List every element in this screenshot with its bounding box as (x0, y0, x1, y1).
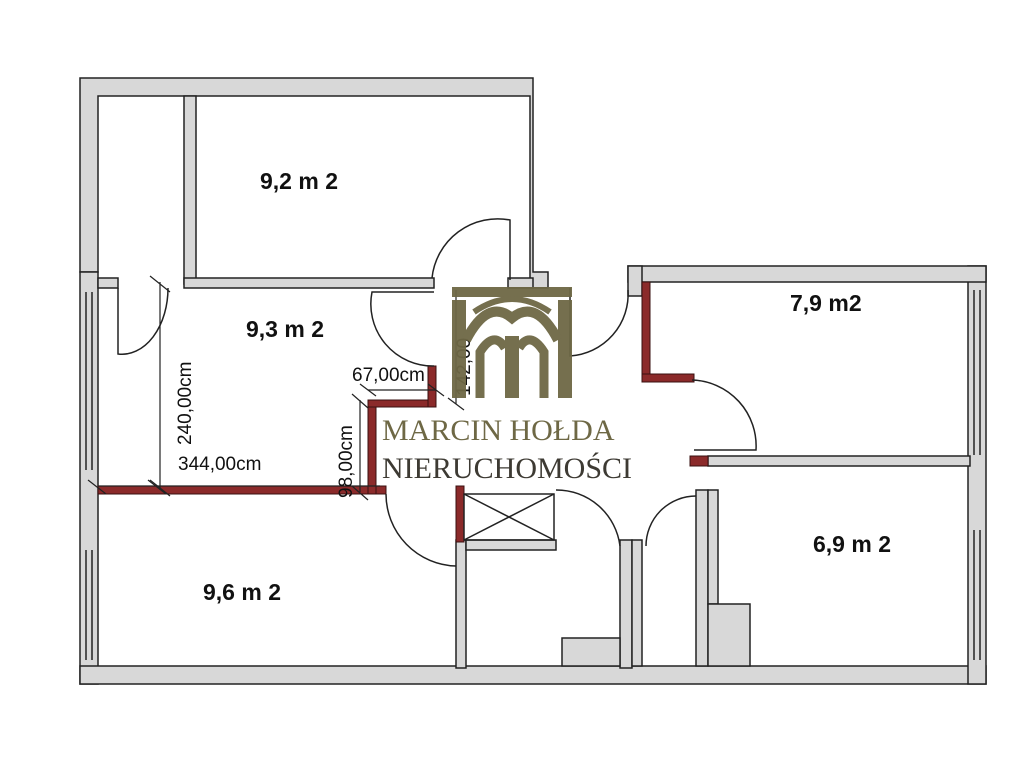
doors (117, 218, 757, 567)
room-label-7-9: 7,9 m2 (790, 290, 862, 316)
left-windows (85, 290, 981, 660)
dimension-label-width: 344,00cm (178, 454, 261, 475)
ventilation-shaft (463, 493, 555, 541)
inner-walls (97, 95, 971, 669)
logo-title: MARCIN HOŁDA (382, 414, 615, 447)
logo-subtitle: NIERUCHOMOŚCI (382, 452, 632, 485)
dimension-label-small-height: 98,00cm (336, 425, 357, 498)
dimension-label-height: 240,00cm (175, 362, 196, 445)
dimension-label-small-width: 67,00cm (352, 365, 425, 386)
room-label-9-2: 9,2 m 2 (260, 168, 338, 194)
room-label-9-6: 9,6 m 2 (203, 579, 281, 605)
logo-mark (452, 287, 572, 398)
room-label-6-9: 6,9 m 2 (813, 531, 891, 557)
room-label-9-3: 9,3 m 2 (246, 316, 324, 342)
outer-walls (79, 77, 987, 685)
